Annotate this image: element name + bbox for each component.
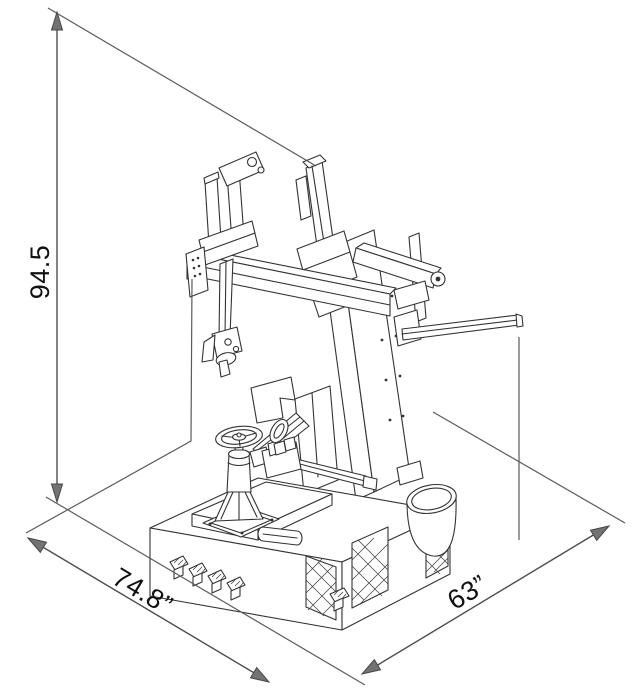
height-dimension-label: 94.5	[25, 245, 55, 300]
machine-swing-arm	[352, 242, 446, 310]
machine-bucket	[396, 460, 457, 557]
machine-pedestal	[202, 425, 280, 538]
depth-dimension-line	[375, 533, 596, 667]
machine-grille-left	[305, 555, 337, 621]
machine-pedals	[169, 555, 350, 612]
extension-line-left	[25, 278, 193, 534]
machine-bracket-plate	[250, 376, 296, 424]
extension-line-bottom-front	[45, 496, 366, 686]
machine-helper-tower	[185, 151, 265, 298]
extension-line-bottom-right	[432, 411, 626, 524]
width-left-arrowhead-icon	[26, 537, 48, 554]
machine-grille-mid	[351, 526, 389, 609]
machine-top-cylinder	[295, 154, 335, 254]
height-top-arrowhead-icon	[50, 10, 64, 31]
machine-bead-breaker	[261, 418, 378, 491]
depth-left-arrowhead-icon	[360, 658, 382, 675]
height-dimension: 94.5	[25, 10, 64, 504]
depth-dimension-label: 63”	[442, 569, 492, 616]
machine-helper-arm	[201, 258, 243, 378]
machine-drawing	[149, 151, 524, 631]
extension-line-top-diagonal	[47, 7, 317, 167]
width-right-arrowhead-icon	[249, 666, 271, 683]
machine-side-rod	[393, 309, 524, 347]
depth-right-arrowhead-icon	[589, 525, 611, 542]
height-bottom-arrowhead-icon	[50, 483, 64, 504]
width-dimension-line	[40, 545, 257, 675]
